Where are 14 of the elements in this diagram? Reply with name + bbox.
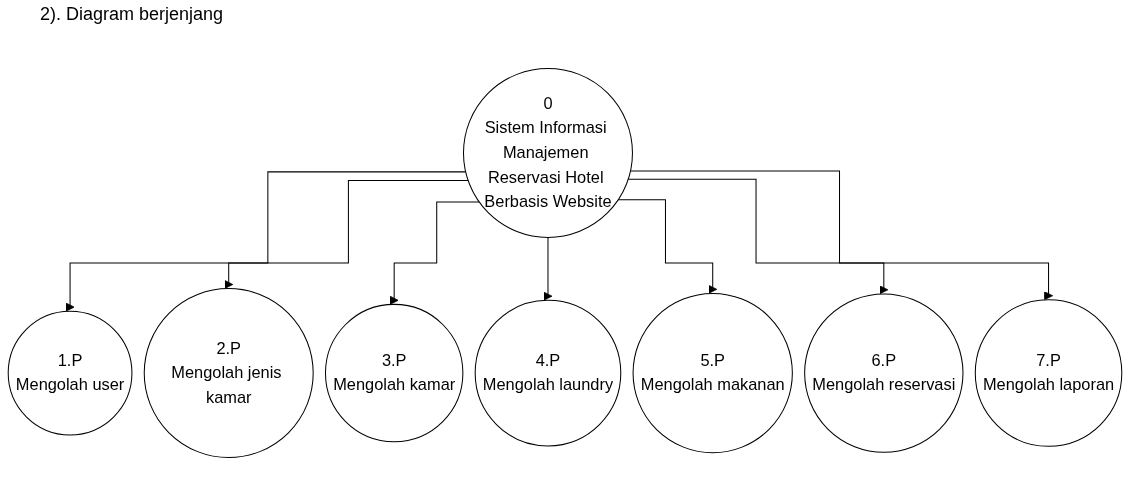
node-circle: 5.P Mengolah makanan <box>632 292 793 454</box>
arrow <box>65 171 467 312</box>
node-circle: 4.P Mengolah laundry <box>474 299 622 447</box>
diagram-title: 2). Diagram berjenjang <box>40 4 224 25</box>
arrow <box>543 236 553 301</box>
node-circle: 6.P Mengolah reservasi <box>804 293 964 453</box>
node-circle: 0 Sistem Informasi Manajemen Reservasi Hotel Berbasis Website <box>463 67 633 238</box>
node-circle: 7.P Mengolah laporan <box>974 299 1123 447</box>
node-circle: 2.P Mengolah jenis kamar <box>143 288 314 459</box>
node-circle: 3.P Mengolah kamar <box>324 303 464 443</box>
arrow <box>630 170 1054 301</box>
arrow <box>224 179 469 289</box>
arrow <box>627 178 889 295</box>
node-circle: 1.P Mengolah user <box>7 310 133 436</box>
